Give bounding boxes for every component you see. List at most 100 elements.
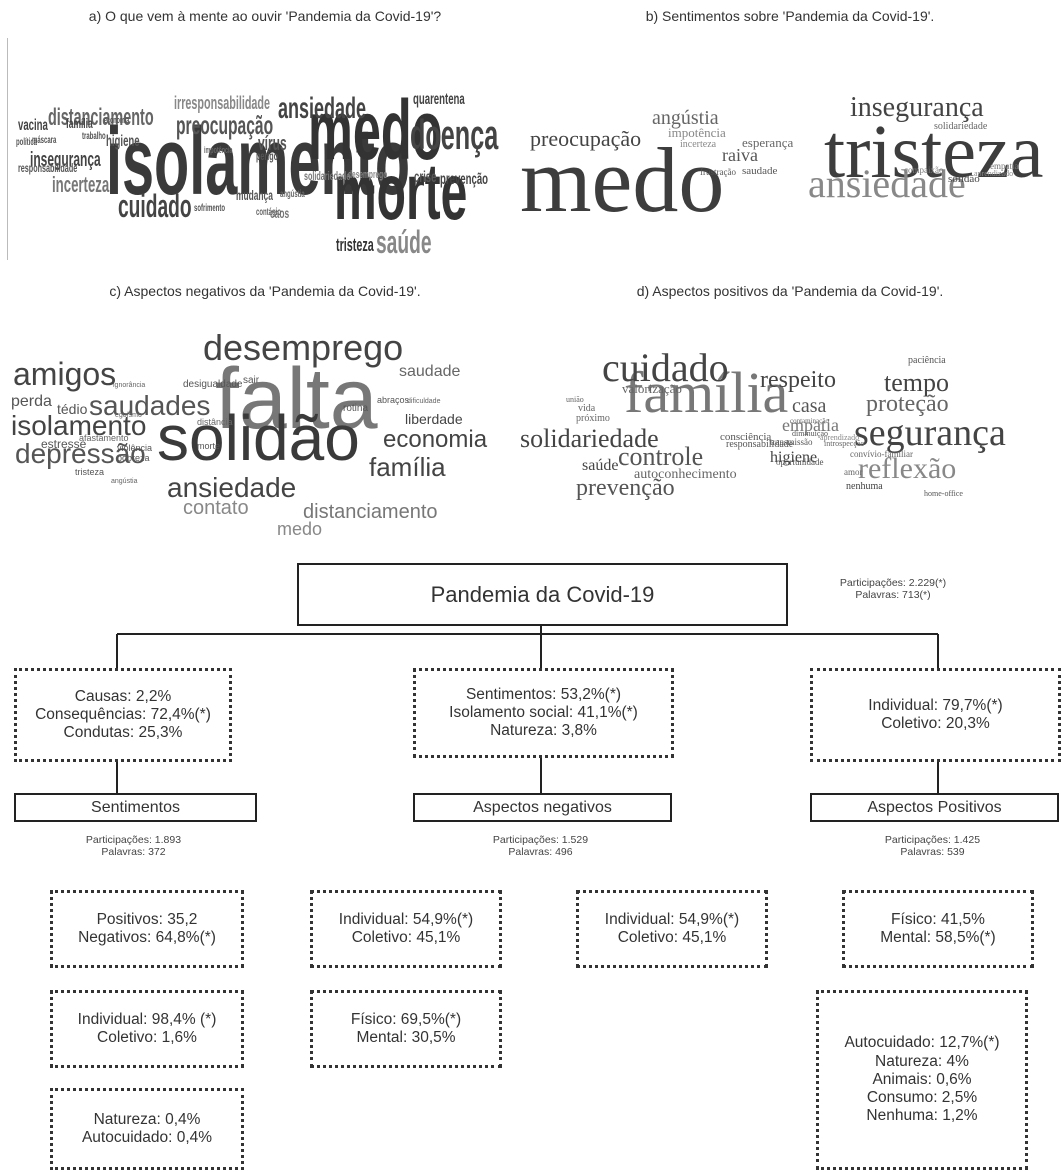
cloud-word: cuidado [602,345,729,390]
cloud-word: união [566,395,584,404]
branch-aspectos-positivos: Aspectos Positivos [810,793,1059,822]
root-participacoes: Participações: 2.229(*) [839,577,947,589]
word-cloud-b: medo tristeza ansiedade insegurança angú… [520,38,1050,260]
cloud-word: frustração [700,167,736,177]
cloud-word: impotência [204,145,233,155]
word-cloud-c: falta solidão desemprego amigos saudades… [7,318,519,546]
cloud-word: sofrimento [194,203,226,214]
level1-box-right: Individual: 79,7%(*) Coletivo: 20,3% [810,668,1061,762]
box-line: Positivos: 35,2 [96,910,198,928]
cloud-word: quarentena [413,91,465,108]
box-line: Mental: 58,5%(*) [880,929,996,946]
cloud-word: nenhuma [846,481,883,492]
cloud-word: falta [215,351,378,447]
cloud-word: próximo [576,413,610,424]
cloud-word: solidariedade [304,169,351,183]
box-line: Consumo: 2,5% [866,1089,978,1107]
box-line: Autocuidado: 12,7%(*) [844,1034,1000,1052]
cloud-word: contaminação [790,417,829,425]
box-line: Animais: 0,6% [872,1070,972,1088]
cloud-word: sair [243,375,260,386]
cloud-word: rotina [343,403,369,414]
cloud-word: morte [197,441,221,451]
branch-palavras: Palavras: 539 [900,846,965,859]
caption-b: b) Sentimentos sobre 'Pandemia da Covid-… [645,8,935,24]
cloud-word: pobreza [117,453,150,463]
branch-participacoes: Participações: 1.529 [492,834,589,846]
cloud-word: desemprego [348,169,388,181]
cloud-word: saudades [89,390,211,421]
cloud-word: abraços [377,395,410,405]
cloud-word: ansiedade [167,472,297,503]
cloud-word: segurança [854,412,1006,454]
cloud-word: tristeza [75,467,105,477]
cloud-word: solidariedade [934,121,988,132]
box-line: Individual: 98,4% (*) [77,1010,217,1028]
cloud-word: isolamento [11,410,147,441]
cloud-word: dificuldade [407,398,441,405]
negativos-box-3: Individual: 54,9%(*) Coletivo: 45,1% [576,890,768,968]
cloud-word: proteção [866,391,949,417]
cloud-word: insegurança [30,149,101,171]
cloud-word: vida [578,403,596,414]
caption-a: a) O que vem à mente ao ouvir 'Pandemia … [88,8,442,24]
cloud-word: tempo [884,368,949,397]
cloud-word: distância [197,417,233,427]
box-line: Natureza: 4% [875,1052,969,1070]
root-stats: Participações: 2.229(*) Palavras: 713(*) [800,577,986,601]
cloud-word: trabalho [82,131,106,142]
cloud-word: empatia [782,415,839,435]
cloud-word: crise [414,169,437,186]
cloud-word: casa [792,395,827,417]
level1-left-line: Consequências: 72,4%(*) [35,705,211,723]
root-node: Pandemia da Covid-19 [297,563,788,626]
box-line: Físico: 69,5%(*) [350,1010,462,1028]
positivos-box-2: Autocuidado: 12,7%(*) Natureza: 4% Anima… [816,990,1028,1170]
cloud-word: diminuição [792,429,828,438]
caption-c: c) Aspectos negativos da 'Pandemia da Co… [109,283,421,299]
sentimentos-box-2: Individual: 98,4% (*) Coletivo: 1,6% [50,990,244,1068]
cloud-word: estresse [41,437,87,451]
cloud-word: controle [618,442,704,471]
box-line: Individual: 54,9%(*) [604,910,740,928]
branch-participacoes: Participações: 1.425 [884,834,981,846]
branch-aspectos-negativos: Aspectos negativos [413,793,672,822]
cloud-word: desigualdade [183,379,243,390]
cloud-word: amigos [13,356,117,392]
box-line: Nenhuma: 1,2% [866,1107,978,1125]
cloud-word: saúde [582,457,619,474]
branch-sentimentos: Sentimentos [14,793,257,822]
level1-middle-line: Natureza: 3,8% [490,722,597,740]
cloud-word: ignorância [113,382,146,389]
cloud-word: paciência [908,355,946,366]
cloud-word: contato [183,497,249,519]
cloud-word: contágio [256,207,282,218]
cloud-word: doença [410,111,499,158]
box-line: Individual: 54,9%(*) [338,910,474,928]
cloud-word: vírus [258,133,287,155]
cloud-word: perigo [256,149,279,163]
cloud-word: oportunidade [776,457,824,467]
level1-middle-line: Isolamento social: 41,1%(*) [449,703,638,721]
cloud-word: política [16,137,38,148]
positivos-box-1: Físico: 41,5% Mental: 58,5%(*) [842,890,1034,968]
cloud-word: incerteza [52,172,110,197]
level1-middle-line: Sentimentos: 53,2%(*) [465,685,622,703]
cloud-word: desemprego [203,327,404,368]
cloud-word: respeito [760,367,836,393]
cloud-word: raiva [722,145,758,165]
cloud-word: esperança [742,135,794,150]
word-cloud-a: isolamento medo morte doença ansiedade p… [7,38,521,260]
cloud-word: tristeza [824,110,1044,194]
cloud-word: medo [277,519,323,539]
cloud-word: reflexão [858,452,957,485]
cloud-word: liberdade [405,411,463,427]
branch-stats-positivos: Participações: 1.425 Palavras: 539 [810,834,1055,858]
cloud-word: distanciamento [48,104,154,131]
cloud-word: caos [270,205,290,221]
cloud-word: aprendizado [974,169,1014,178]
cloud-word: empatia [990,161,1019,171]
caption-d: d) Aspectos positivos da 'Pandemia da Co… [636,283,944,299]
cloud-word: insegurança [850,92,984,123]
